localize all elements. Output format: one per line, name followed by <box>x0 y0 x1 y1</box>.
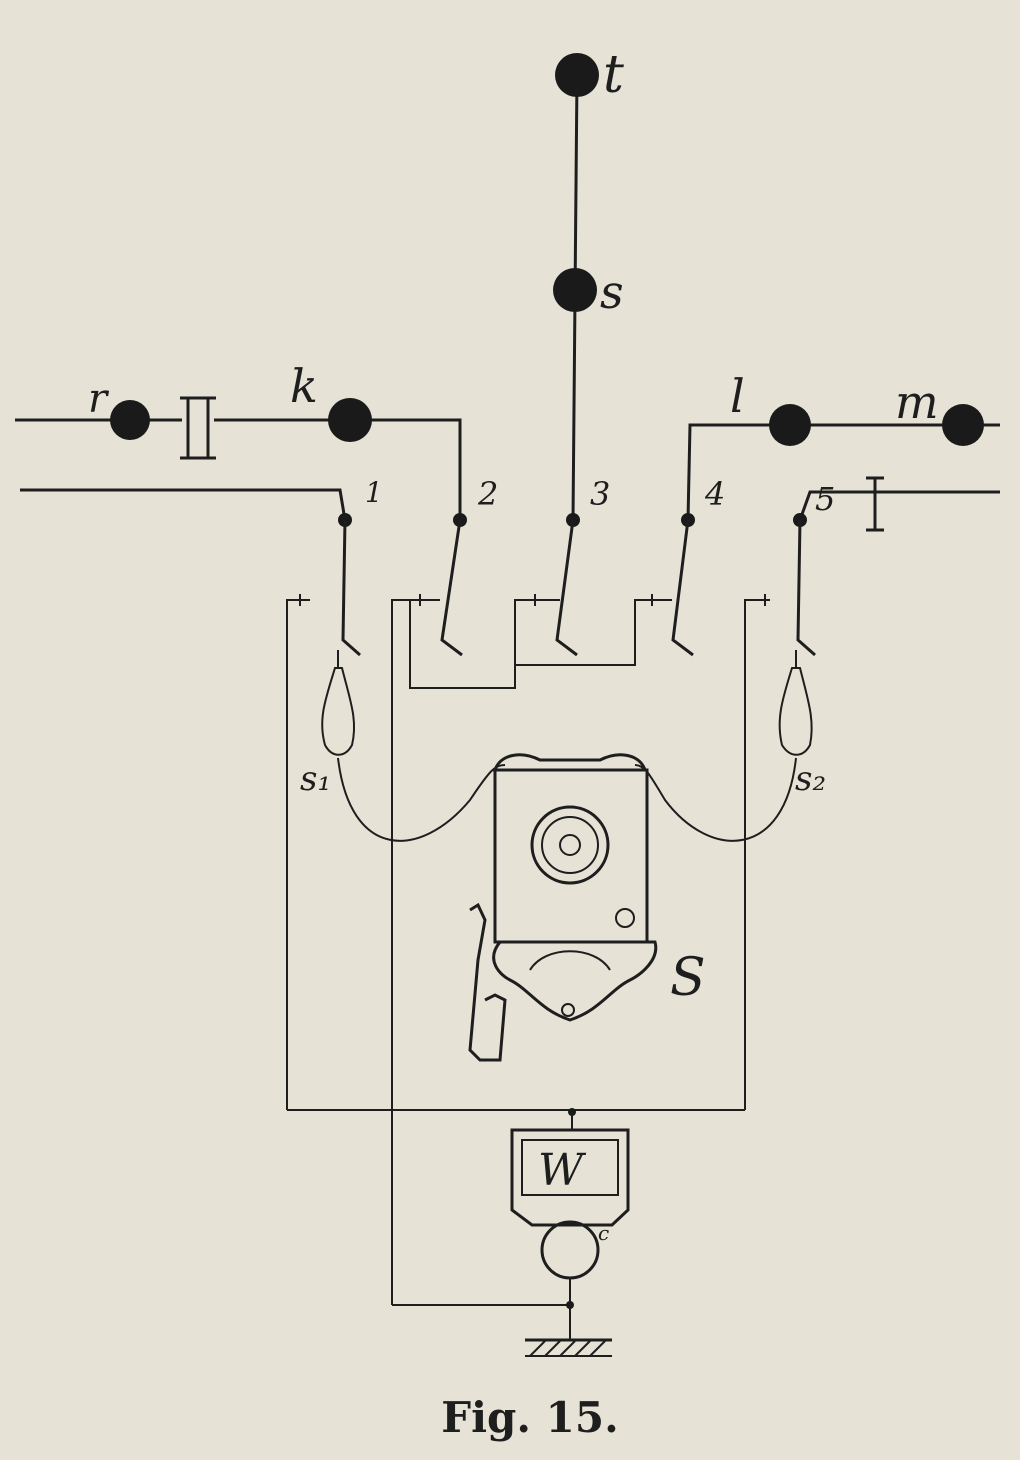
label-1: 1 <box>365 476 383 509</box>
terminal-m <box>942 404 984 446</box>
line-left-upper <box>15 418 462 520</box>
cord-right <box>634 757 797 842</box>
label-c: c <box>598 1221 609 1245</box>
label-4: 4 <box>704 475 725 513</box>
switches <box>338 513 816 657</box>
handset-left <box>321 650 356 756</box>
label-W: W <box>538 1145 587 1196</box>
terminal-r <box>110 400 150 440</box>
label-2: 2 <box>477 475 498 513</box>
label-t: t <box>603 45 624 105</box>
label-s1: s₁ <box>300 759 331 799</box>
terminal-k <box>328 398 372 442</box>
label-m: m <box>895 375 939 429</box>
label-s2: s₂ <box>795 759 826 799</box>
label-3: 3 <box>590 475 610 513</box>
terminal-l <box>769 404 811 446</box>
label-S: S <box>670 948 706 1008</box>
line-left-lower <box>20 488 347 521</box>
label-k: k <box>290 359 318 413</box>
label-l: l <box>730 369 745 423</box>
terminal-t <box>555 53 599 97</box>
ground-symbol <box>525 1338 612 1357</box>
label-r: r <box>88 376 110 422</box>
label-s: s <box>600 265 624 319</box>
figure-caption: Fig. 15. <box>441 1393 618 1442</box>
cord-left <box>337 757 506 842</box>
line-right-upper <box>686 423 1000 521</box>
handset-right <box>778 650 813 756</box>
telephone-set <box>468 753 658 1062</box>
label-5: 5 <box>815 480 835 518</box>
line-right-lower <box>798 490 1000 521</box>
terminal-s <box>553 268 597 312</box>
